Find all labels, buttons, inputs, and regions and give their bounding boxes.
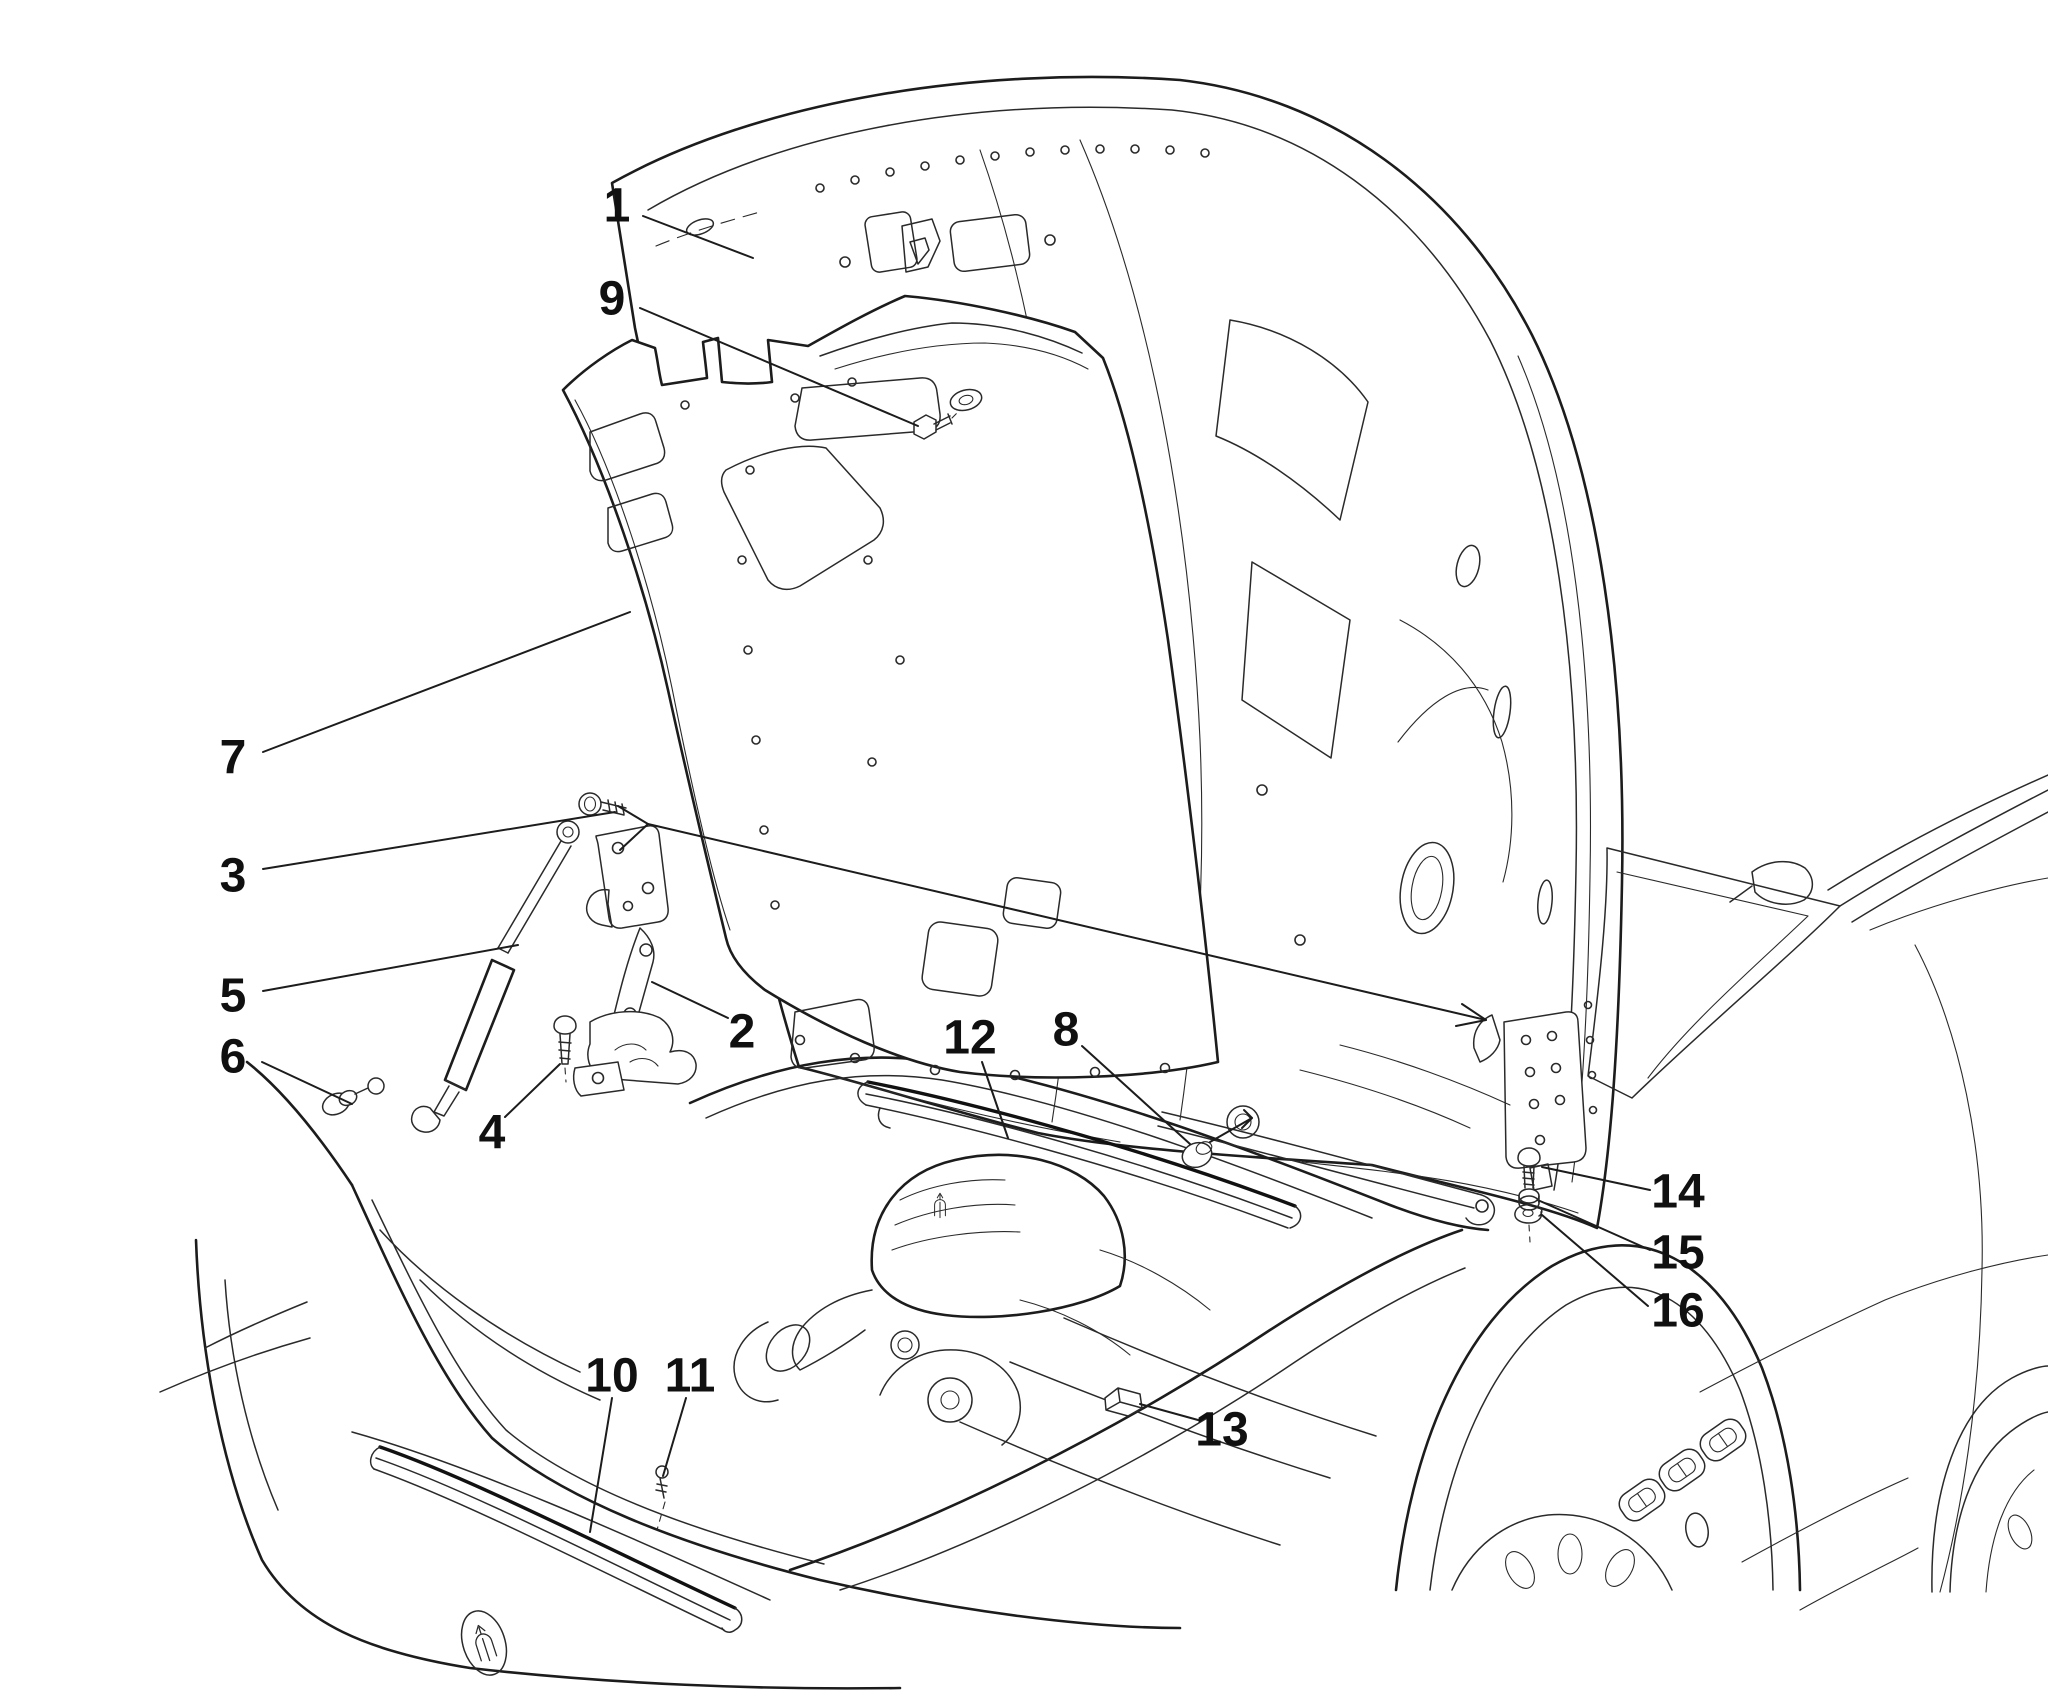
- leader-line-1: [642, 215, 754, 259]
- cowl-detail: [1299, 1044, 1511, 1129]
- screw-9: [913, 409, 961, 440]
- ball-stud-6: [321, 1077, 385, 1116]
- front-wheel: [1451, 1513, 1673, 1591]
- side-badge-oval: [1685, 1512, 1709, 1548]
- leader-line-10: [589, 1397, 613, 1533]
- windshield: [1587, 847, 1841, 1099]
- leader-line-12: [981, 1061, 1009, 1139]
- clip-13: [1104, 1387, 1143, 1417]
- gas-strut: [410, 820, 580, 1133]
- leader-line-2: [651, 981, 729, 1019]
- callout-number-13: 13: [1195, 1404, 1248, 1457]
- throttle-duct: [791, 1289, 873, 1371]
- rear-wheel: [1931, 1365, 2048, 1593]
- bolt-3: [578, 792, 627, 816]
- leader-line-3: [1455, 1003, 1487, 1027]
- door-line: [1869, 877, 2048, 1593]
- callout-number-6: 6: [220, 1031, 247, 1084]
- strut-socket: [410, 1105, 441, 1133]
- leader-line-5: [262, 944, 519, 992]
- inner-hood-panel: [561, 294, 1220, 1081]
- bay-floor-rails: [959, 1317, 1377, 1546]
- callout-number-7: 7: [220, 732, 247, 785]
- leader-line-8: [1209, 1117, 1253, 1143]
- leader-line-14: [1541, 1166, 1651, 1191]
- bolt-4: [553, 1015, 577, 1065]
- body-creases: [1699, 1254, 2048, 1611]
- hood-hinge-plate: [1472, 1011, 1587, 1191]
- rivet-dot-row: [815, 144, 1210, 193]
- leader-line-3: [647, 823, 1487, 1021]
- leader-line-15: [1539, 1200, 1651, 1251]
- callout-number-12: 12: [943, 1012, 996, 1065]
- leader-line-3: [262, 811, 616, 870]
- leader-line-11: [662, 1397, 687, 1477]
- axis-lines: [564, 1067, 1531, 1243]
- cowl-brace-bar: [1157, 1111, 1496, 1226]
- leader-line-8: [1241, 1109, 1253, 1129]
- leader-line-4: [504, 1063, 561, 1118]
- bay-rim: [350, 1183, 1182, 1630]
- bolt-14: [1517, 1147, 1541, 1189]
- leader-line-13: [1139, 1403, 1199, 1421]
- side-mirror: [1729, 860, 1814, 905]
- leader-line-7: [262, 611, 631, 753]
- callout-number-4: 4: [479, 1107, 506, 1160]
- panel-holes: [680, 377, 1171, 1081]
- washer-16: [1514, 1204, 1543, 1224]
- rear-seal: [857, 1080, 1302, 1229]
- callout-number-14: 14: [1651, 1166, 1705, 1219]
- front-wheel-arch: [1394, 1244, 1802, 1592]
- callout-number-2: 2: [729, 1006, 756, 1059]
- callout-number-9: 9: [599, 273, 626, 326]
- callout-number-10: 10: [585, 1350, 638, 1403]
- leader-line-8: [1081, 1045, 1191, 1145]
- leader-line-9: [639, 307, 919, 427]
- roof-line: [1827, 774, 2048, 923]
- front-trident-badge: [460, 1610, 508, 1676]
- buffer-grommet: [1181, 1141, 1213, 1169]
- callout-number-11: 11: [665, 1350, 716, 1403]
- engine: [733, 1105, 1260, 1446]
- leader-line-6: [261, 1061, 353, 1105]
- fender-vents: [1618, 1418, 1747, 1522]
- hood-hinge: [572, 825, 697, 1097]
- front-bumper-edge: [194, 1238, 902, 1690]
- callout-number-5: 5: [220, 970, 247, 1023]
- leader-line-16: [1541, 1214, 1649, 1307]
- left-fender-edge: [245, 1060, 354, 1187]
- front-seal: [351, 1431, 771, 1633]
- callout-number-8: 8: [1053, 1004, 1080, 1057]
- strut-tower: [879, 1349, 1022, 1446]
- engine-trident: [934, 1192, 946, 1219]
- right-fender-line: [788, 1228, 1464, 1572]
- reservoir-cap: [1226, 1105, 1260, 1139]
- seal-screw-11: [655, 1465, 669, 1531]
- oil-cap: [890, 1330, 920, 1360]
- callout-number-3: 3: [220, 850, 247, 903]
- callout-number-15: 15: [1651, 1227, 1704, 1280]
- callout-number-1: 1: [604, 180, 631, 233]
- callout-number-16: 16: [1651, 1285, 1704, 1338]
